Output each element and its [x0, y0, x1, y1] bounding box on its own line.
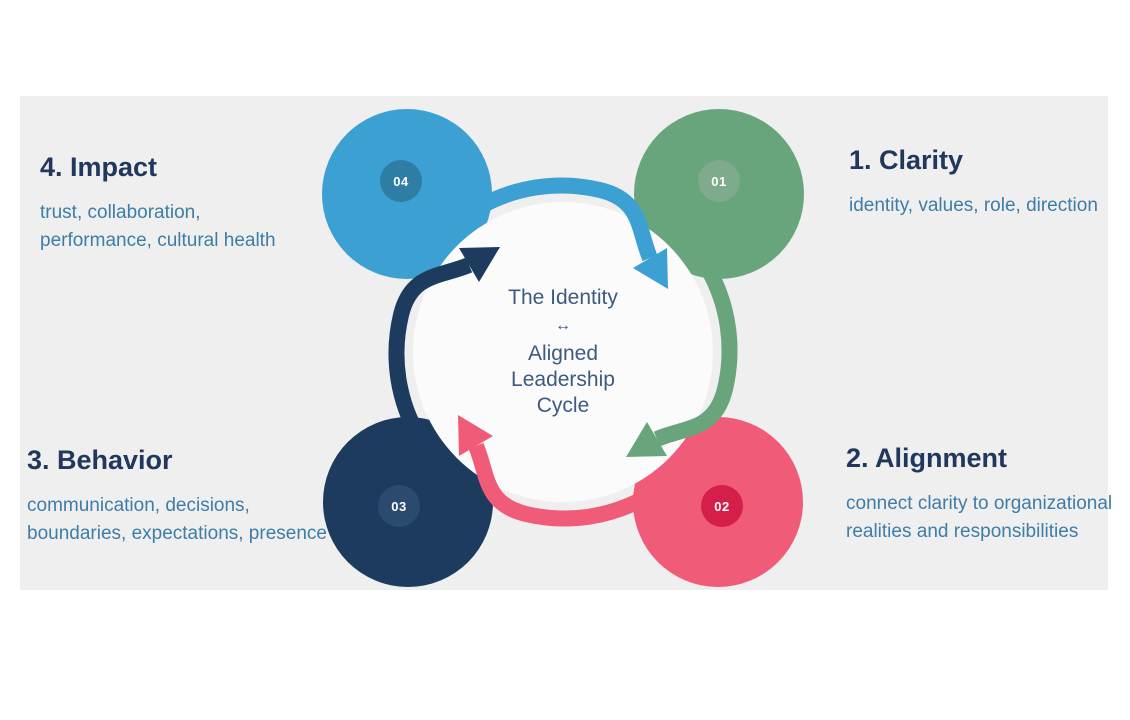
node-badge-02: 02 — [701, 485, 743, 527]
label-03-desc-line: boundaries, expectations, presence — [27, 523, 327, 544]
label-03-heading: 3. Behavior — [27, 445, 173, 475]
label-03-desc-line: communication, decisions, — [27, 495, 250, 516]
label-02-desc-line: connect clarity to organizational — [846, 493, 1113, 514]
double-arrow-icon: ↔ — [555, 317, 571, 334]
label-02-heading: 2. Alignment — [846, 443, 1008, 473]
node-badge-04: 04 — [380, 160, 422, 202]
label-02-alignment: 2. Alignment connect clarity to organiza… — [846, 443, 1112, 546]
node-badge-02-number: 02 — [714, 499, 729, 514]
center-title-line: The Identity — [508, 286, 618, 309]
arrow-03-to-04 — [388, 247, 500, 442]
arrow-03-shaft — [388, 257, 473, 442]
label-03-behavior: 3. Behavior communication, decisions, bo… — [27, 445, 327, 548]
node-badge-03-number: 03 — [391, 499, 406, 514]
label-04-impact: 4. Impact trust, collaboration, performa… — [40, 152, 276, 255]
arrow-04-head — [633, 248, 668, 289]
node-badge-01-circle — [698, 160, 740, 202]
node-badge-01-number: 01 — [711, 174, 726, 189]
arrow-01-head — [626, 422, 667, 457]
label-01-heading: 1. Clarity — [849, 145, 964, 175]
node-badge-03-circle — [378, 485, 420, 527]
center-title-line: Cycle — [536, 394, 590, 417]
center-title-line: Aligned — [527, 342, 599, 365]
label-04-heading: 4. Impact — [40, 152, 158, 182]
center-circle — [413, 202, 713, 502]
arrow-02-head — [458, 415, 493, 456]
node-badge-01: 01 — [698, 160, 740, 202]
label-02-desc-line: realities and responsibilities — [846, 521, 1079, 542]
node-badge-04-circle — [380, 160, 422, 202]
arrow-01-to-02 — [626, 262, 738, 457]
center-title: The Identity ↔ Aligned Leadership Cycle — [438, 285, 688, 419]
label-01-clarity: 1. Clarity identity, values, role, direc… — [849, 145, 1098, 220]
node-badge-03: 03 — [378, 485, 420, 527]
center-title-line: Leadership — [511, 368, 615, 391]
arrow-02-shaft — [468, 442, 653, 527]
label-04-desc-line: trust, collaboration, — [40, 202, 201, 223]
arrow-01-shaft — [653, 262, 738, 447]
arrow-04-shaft — [473, 177, 658, 262]
arrow-03-head — [459, 247, 500, 282]
arrow-04-to-01 — [473, 177, 668, 289]
arrow-02-to-03 — [458, 415, 653, 527]
label-01-desc-line: identity, values, role, direction — [849, 195, 1098, 216]
node-badge-04-number: 04 — [393, 174, 409, 189]
node-badge-02-circle — [701, 485, 743, 527]
label-04-desc-line: performance, cultural health — [40, 230, 276, 251]
